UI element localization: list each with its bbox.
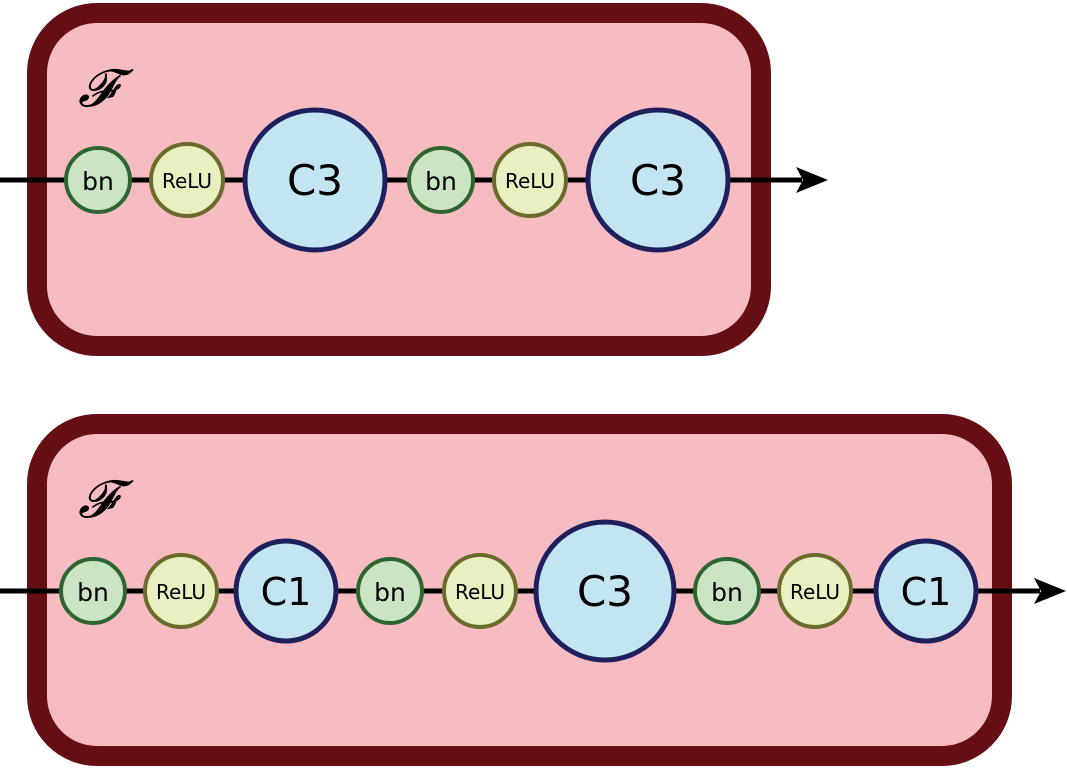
block-2-node-conv-c1: C1 <box>873 538 979 644</box>
svg-text:C1: C1 <box>901 570 952 614</box>
svg-text:ReLU: ReLU <box>162 169 212 193</box>
block-1: 𝓕 bn ReLU C3 bn ReLU C3 <box>0 3 828 356</box>
block-2: 𝓕 bn ReLU C1 bn ReLU C3 bn <box>0 414 1066 766</box>
svg-text:bn: bn <box>82 167 114 196</box>
block-1-node-bn: bn <box>64 146 132 214</box>
block-2-node-bn: bn <box>693 557 761 625</box>
block-2-node-relu: ReLU <box>442 553 518 629</box>
svg-text:C1: C1 <box>261 570 312 614</box>
block-1-node-conv-c3: C3 <box>585 107 731 253</box>
svg-text:ReLU: ReLU <box>455 580 505 604</box>
block-2-arrow-head <box>1034 578 1066 604</box>
svg-text:ReLU: ReLU <box>790 580 840 604</box>
svg-text:bn: bn <box>425 167 457 196</box>
svg-text:C3: C3 <box>630 156 686 205</box>
block-2-node-conv-c1: C1 <box>233 538 339 644</box>
svg-text:bn: bn <box>711 578 743 607</box>
block-1-node-relu: ReLU <box>492 142 568 218</box>
block-2-node-relu: ReLU <box>777 553 853 629</box>
block-2-node-bn: bn <box>356 557 424 625</box>
block-1-node-bn: bn <box>407 146 475 214</box>
svg-text:bn: bn <box>374 578 406 607</box>
block-1-arrow-head <box>796 167 828 193</box>
block-1-node-relu: ReLU <box>149 142 225 218</box>
svg-text:ReLU: ReLU <box>156 580 206 604</box>
block-2-node-conv-c3: C3 <box>533 519 677 663</box>
block-2-node-relu: ReLU <box>143 553 219 629</box>
block-1-node-conv-c3: C3 <box>242 107 388 253</box>
svg-text:C3: C3 <box>287 156 343 205</box>
svg-text:bn: bn <box>77 578 109 607</box>
svg-text:ReLU: ReLU <box>505 169 555 193</box>
block-2-node-bn: bn <box>59 557 127 625</box>
svg-text:C3: C3 <box>577 567 633 616</box>
